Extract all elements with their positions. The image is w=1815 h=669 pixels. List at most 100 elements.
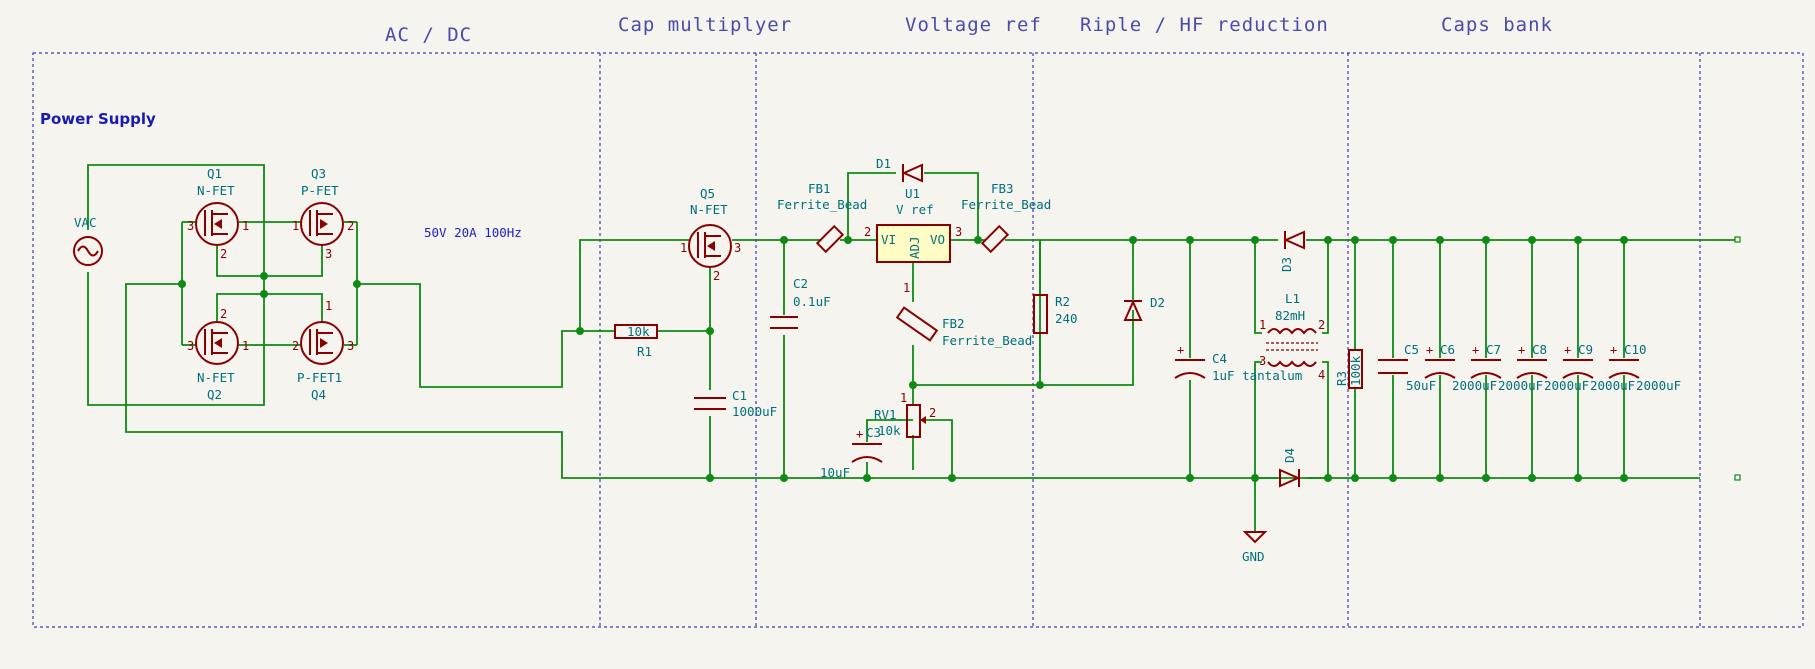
l1-pin-1: 1 [1259, 318, 1266, 332]
q3-value: P-FET [301, 183, 339, 198]
d2-ref: D2 [1150, 295, 1165, 310]
rv1-ref: RV1 [874, 407, 897, 422]
q1-value: N-FET [197, 183, 235, 198]
c3-ref: C3 [866, 425, 881, 440]
u1-value: V ref [896, 202, 934, 217]
q4-ref: Q4 [311, 387, 326, 402]
q5-ref: Q5 [700, 186, 715, 201]
c4-capacitor-symbol: + C4 1uF tantalum [1174, 343, 1302, 383]
vac-label: VAC [74, 215, 97, 230]
l1-ref: L1 [1285, 291, 1300, 306]
q1-ref: Q1 [207, 166, 222, 181]
q2-pin-2: 2 [220, 307, 227, 321]
c10-capacitor-symbol: + C10 2000uF [1608, 342, 1681, 393]
q2-pin-3: 3 [187, 339, 194, 353]
c4-ref: C4 [1212, 351, 1227, 366]
c9-value: 2000uF [1590, 378, 1635, 393]
fb2-ref: FB2 [942, 316, 965, 331]
c2-value: 0.1uF [793, 294, 831, 309]
r3-resistor-symbol: 100k R3 [1334, 349, 1363, 389]
q4-value: P-FET1 [297, 370, 342, 385]
c10-ref: C10 [1624, 342, 1647, 357]
q2-ref: Q2 [207, 387, 222, 402]
c7-ref: C7 [1486, 342, 1501, 357]
c9-polarity-mark: + [1564, 343, 1571, 357]
c9-ref: C9 [1578, 342, 1593, 357]
section-voltage-ref: Voltage ref [905, 14, 1042, 36]
q4-pin-2: 2 [292, 339, 299, 353]
wires [87, 164, 1741, 532]
q1-pin-1: 1 [242, 219, 249, 233]
rv1-potentiometer-symbol: RV1 10k 1 2 [874, 391, 936, 438]
c8-ref: C8 [1532, 342, 1547, 357]
c6-polarity-mark: + [1426, 343, 1433, 357]
q4-mosfet-symbol: P-FET1 Q4 2 3 1 [292, 299, 354, 402]
q5-pin-3: 3 [734, 241, 741, 255]
c6-capacitor-symbol: + C6 2000uF [1424, 342, 1497, 393]
q5-pin-2: 2 [713, 269, 720, 283]
fb3-ferrite-bead-symbol: FB3 Ferrite_Bead [961, 181, 1051, 254]
q3-pin-1: 1 [292, 219, 299, 233]
q3-pin-3: 3 [325, 247, 332, 261]
r3-value: 100k [1348, 355, 1363, 386]
q5-pin-1: 1 [680, 241, 687, 255]
d4-ref: D4 [1282, 448, 1297, 463]
d2-diode-symbol: D2 [1123, 295, 1165, 321]
fb2-ferrite-bead-symbol: FB2 Ferrite_Bead [895, 306, 1032, 348]
r2-ref: R2 [1055, 294, 1070, 309]
gnd-label: GND [1242, 549, 1265, 564]
l1-pin-4: 4 [1318, 368, 1325, 382]
r2-resistor-symbol: R2 240 [1033, 294, 1078, 334]
l1-coupled-inductor-symbol: L1 82mH 1 2 3 4 [1259, 291, 1325, 382]
q4-pin-1: 1 [325, 299, 332, 313]
fb1-ref: FB1 [808, 181, 831, 196]
r3-ref: R3 [1334, 371, 1349, 386]
c4-value: 1uF tantalum [1212, 368, 1302, 383]
d1-ref: D1 [876, 156, 891, 171]
section-cap-multiplyer: Cap multiplyer [618, 14, 792, 36]
sheet-title: Power Supply [40, 110, 156, 128]
q4-pin-3: 3 [347, 339, 354, 353]
q5-value: N-FET [690, 202, 728, 217]
c4-polarity-mark: + [1177, 343, 1184, 357]
u1-pin-vo: VO [930, 232, 945, 247]
u1-pin-vi: VI [881, 232, 896, 247]
rv1-pin-2: 2 [929, 406, 936, 420]
q5-mosfet-symbol: Q5 N-FET 1 3 2 [680, 186, 741, 283]
u1-pin-3: 3 [955, 225, 962, 239]
q2-mosfet-symbol: N-FET Q2 3 1 2 [187, 307, 249, 402]
q1-pin-2: 2 [220, 247, 227, 261]
fb1-ferrite-bead-symbol: FB1 Ferrite_Bead [777, 181, 867, 254]
c3-polarity-mark: + [856, 427, 863, 441]
junctions [178, 236, 1628, 482]
fb3-value: Ferrite_Bead [961, 197, 1051, 212]
r1-ref: R1 [637, 344, 652, 359]
c5-ref: C5 [1404, 342, 1419, 357]
fb2-value: Ferrite_Bead [942, 333, 1032, 348]
q3-ref: Q3 [311, 166, 326, 181]
u1-pin-adj: ADJ [907, 236, 922, 259]
c1-capacitor-symbol: C1 1000uF [694, 388, 777, 419]
section-caps-bank: Caps bank [1441, 14, 1553, 36]
sheet-frame [32, 52, 1804, 628]
d3-diode-symbol: D3 [1279, 230, 1305, 272]
vac-source-symbol: VAC [73, 215, 103, 266]
c1-value: 1000uF [732, 404, 777, 419]
l1-pin-2: 2 [1318, 318, 1325, 332]
supply-rating-note: 50V 20A 100Hz [424, 225, 522, 240]
gnd-symbol: GND [1242, 531, 1268, 564]
u1-pin-1: 1 [903, 281, 910, 295]
l1-pin-3: 3 [1259, 354, 1266, 368]
q3-pin-2: 2 [347, 219, 354, 233]
u1-voltage-ref-symbol: U1 V ref VI VO ADJ 2 3 1 [864, 186, 962, 295]
c10-value: 2000uF [1636, 378, 1681, 393]
q3-mosfet-symbol: Q3 P-FET 1 2 3 [292, 166, 354, 261]
q2-pin-1: 1 [242, 339, 249, 353]
l1-value: 82mH [1275, 308, 1305, 323]
c7-capacitor-symbol: + C7 2000uF [1470, 342, 1543, 393]
fb1-value: Ferrite_Bead [777, 197, 867, 212]
r1-resistor-symbol: 10k R1 [614, 324, 658, 359]
r1-value: 10k [627, 324, 650, 339]
d1-diode-symbol: D1 [876, 156, 923, 183]
